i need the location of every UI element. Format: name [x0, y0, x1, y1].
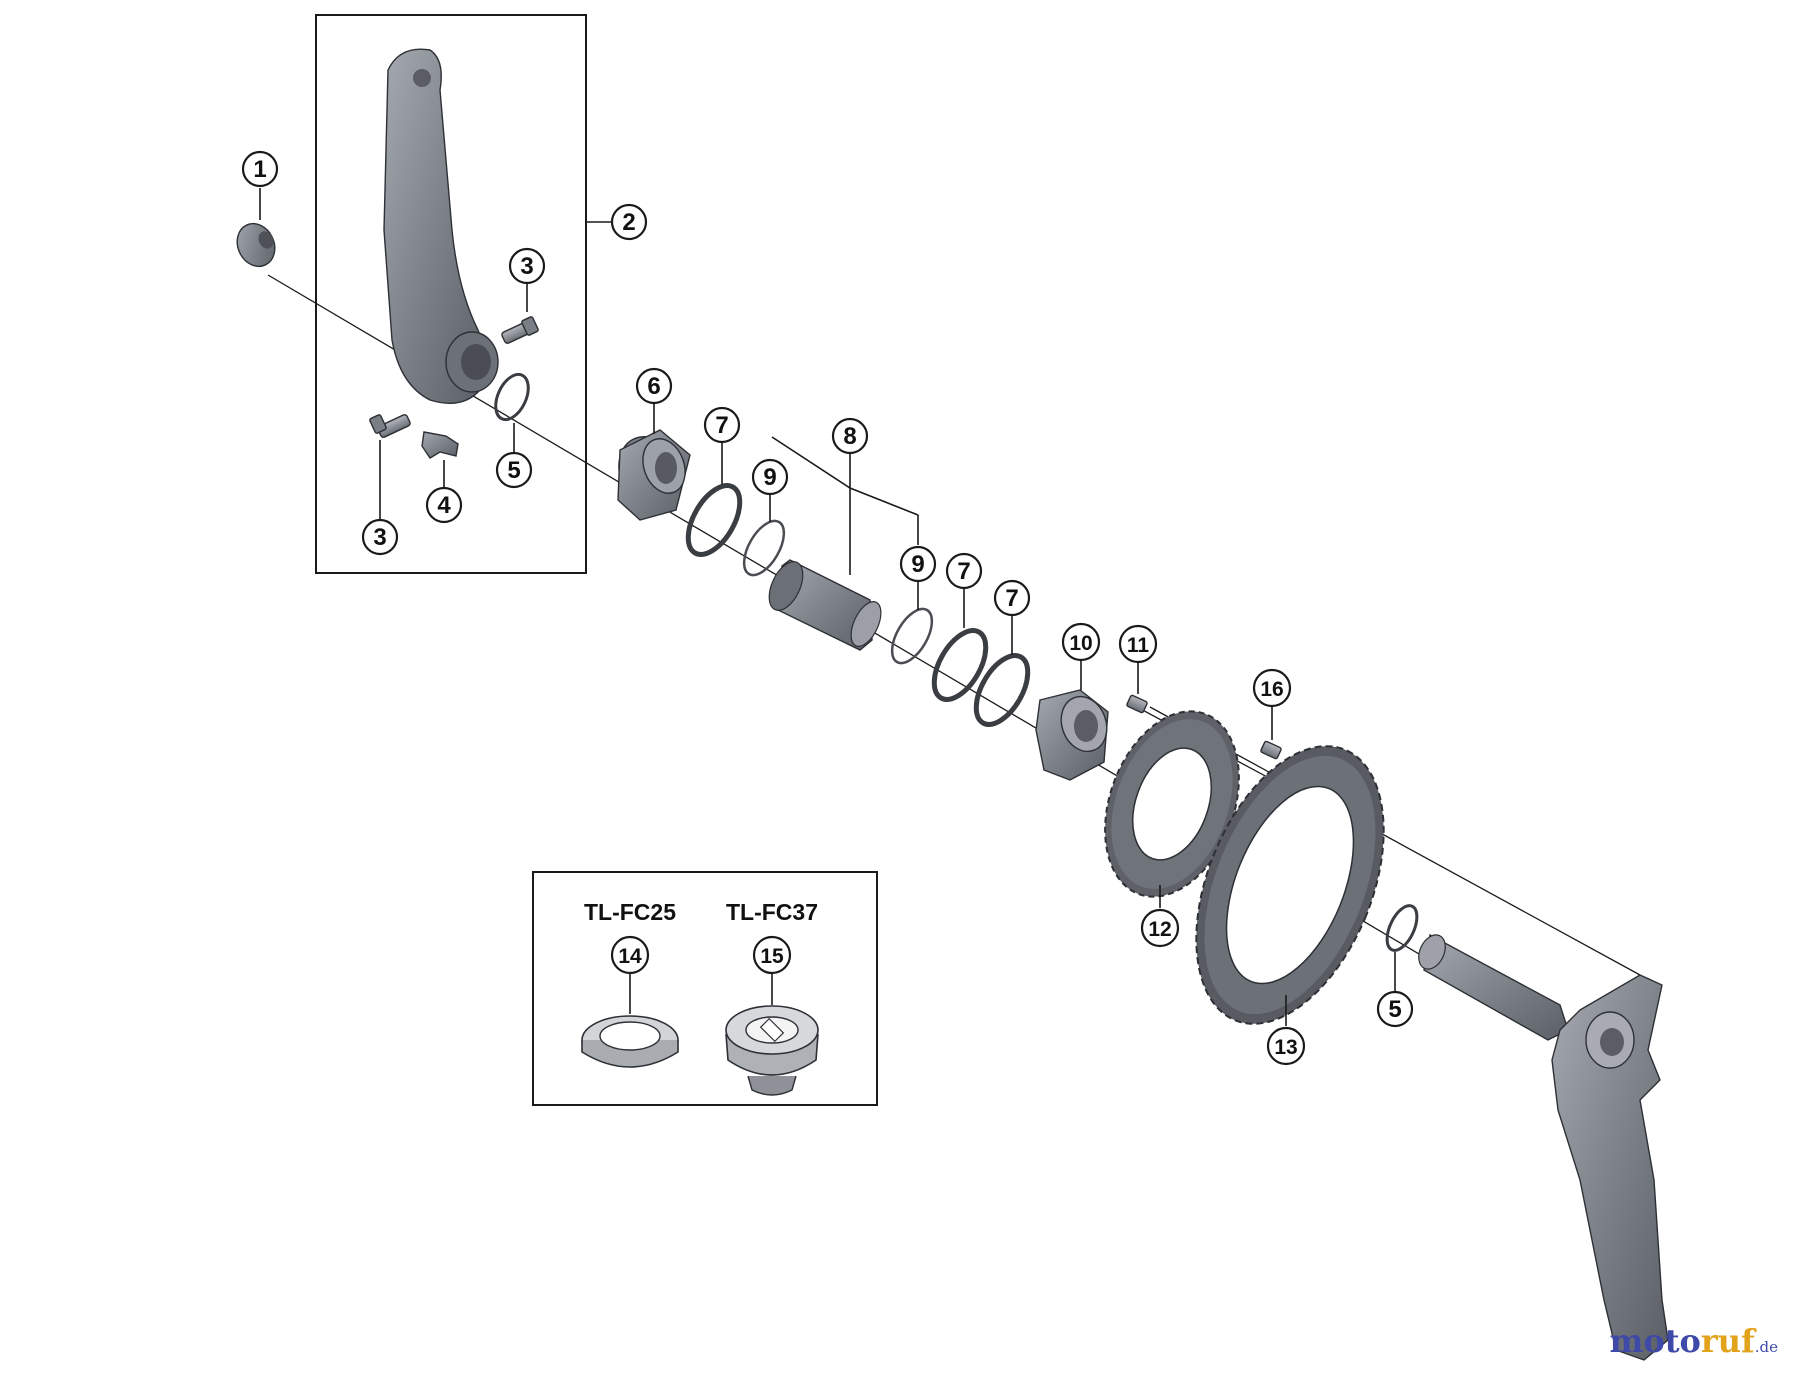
chainring-bolt-small-part [1126, 694, 1148, 714]
svg-text:3: 3 [373, 524, 386, 551]
svg-text:4: 4 [437, 492, 451, 519]
callout-15: 15 [752, 935, 792, 975]
watermark-logo: motoruf.de [1610, 1322, 1778, 1360]
spacer-ring-right-part [890, 607, 934, 665]
svg-text:9: 9 [763, 464, 776, 491]
callout-3-lower: 3 [361, 518, 399, 556]
seal-ring-right-part [973, 653, 1031, 727]
tool-label-tl-fc37: TL-FC37 [726, 899, 818, 925]
svg-text:5: 5 [1388, 996, 1401, 1023]
svg-text:2: 2 [622, 209, 635, 236]
left-crank-arm-part [383, 48, 499, 404]
crank-cap-part [236, 222, 276, 268]
callout-9-left: 9 [751, 458, 789, 496]
callout-7-right: 7 [993, 579, 1031, 617]
left-cup-part [617, 429, 691, 521]
svg-text:6: 6 [647, 373, 660, 400]
callout-2: 2 [610, 203, 648, 241]
crank-bolt-lower-part [369, 414, 411, 438]
crank-bolt-upper-part [501, 316, 539, 344]
svg-text:1: 1 [253, 156, 266, 183]
watermark-part-1: moto [1609, 1322, 1701, 1360]
svg-text:7: 7 [715, 412, 728, 439]
callout-6: 6 [635, 367, 673, 405]
svg-text:16: 16 [1260, 678, 1283, 701]
callout-14: 14 [610, 935, 650, 975]
callout-9-right: 9 [899, 545, 937, 583]
right-cup-part [1035, 689, 1109, 781]
watermark-suffix: .de [1754, 1338, 1778, 1356]
svg-text:5: 5 [507, 457, 520, 484]
large-chainring-part [1195, 745, 1385, 1025]
svg-text:12: 12 [1148, 918, 1171, 941]
callout-7-mid: 7 [945, 552, 983, 590]
callout-12: 12 [1140, 908, 1180, 948]
svg-text:15: 15 [760, 945, 784, 968]
callout-8: 8 [831, 417, 869, 455]
tools-box [532, 871, 878, 1106]
callout-1: 1 [241, 150, 279, 188]
callout-13: 13 [1266, 1026, 1306, 1066]
svg-text:14: 14 [618, 945, 642, 968]
spacer-ring-left-part [742, 519, 786, 577]
callout-16: 16 [1252, 668, 1292, 708]
o-ring-left-part [494, 372, 530, 422]
leader-8 [771, 436, 919, 575]
o-ring-right-part [1385, 904, 1419, 952]
left-crank-group-box [315, 14, 587, 574]
svg-text:13: 13 [1274, 1036, 1297, 1059]
tool-tl-fc37-part [725, 1005, 819, 1096]
svg-text:3: 3 [520, 253, 533, 280]
small-chainring-part [1104, 710, 1240, 898]
watermark-part-2: ruf [1700, 1322, 1755, 1360]
chainring-bolt-large-part [1260, 740, 1282, 760]
svg-text:9: 9 [911, 551, 924, 578]
svg-text:7: 7 [957, 558, 970, 585]
callout-3-upper: 3 [508, 247, 546, 285]
inner-tube-part [768, 559, 882, 651]
svg-text:8: 8 [843, 423, 856, 450]
svg-text:10: 10 [1069, 632, 1092, 655]
callout-7-left: 7 [703, 406, 741, 444]
seal-ring-mid-part [931, 628, 989, 702]
callout-5-right: 5 [1376, 990, 1414, 1028]
svg-text:11: 11 [1127, 634, 1150, 657]
callout-10: 10 [1061, 622, 1101, 662]
callout-11: 11 [1118, 624, 1158, 664]
callout-4: 4 [425, 486, 463, 524]
seal-ring-left-part [685, 483, 743, 557]
tool-tl-fc25-part [581, 1015, 679, 1068]
right-crank-arm-part [1418, 933, 1669, 1361]
safety-plate-part [421, 431, 459, 459]
tool-label-tl-fc25: TL-FC25 [584, 899, 676, 925]
svg-text:7: 7 [1005, 585, 1018, 612]
callout-5-left: 5 [495, 451, 533, 489]
